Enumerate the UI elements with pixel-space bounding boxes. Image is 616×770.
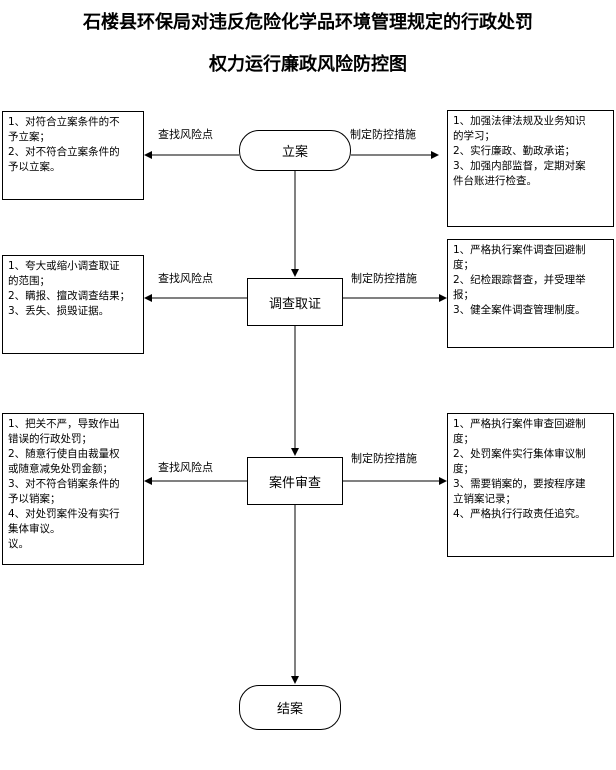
risk-line: 4、对处罚案件没有实行 xyxy=(8,508,120,520)
risk-line: 2、瞒报、擅改调查结果； xyxy=(8,290,131,302)
measure-line: 3、需要销案的，要按程序建 xyxy=(453,478,586,490)
measure-line: 4、严格执行行政责任追究。 xyxy=(453,508,586,520)
measure-line: 2、纪检跟踪督查，并受理举 xyxy=(453,274,586,286)
risk-line: 1、对符合立案条件的不 xyxy=(8,116,120,128)
measure-box-investigate: 1、严格执行案件调查回避制 度； 2、纪检跟踪督查，并受理举 报； 3、健全案件… xyxy=(447,239,614,348)
node-review: 案件审查 xyxy=(247,457,343,505)
risk-line: 3、对不符合销案条件的 xyxy=(8,478,120,490)
risk-line: 集体审议。 xyxy=(8,523,61,535)
measure-line: 2、实行廉政、勤政承诺； xyxy=(453,145,576,157)
risk-box-investigate: 1、夸大或缩小调查取证 的范围； 2、瞒报、擅改调查结果； 3、丢失、损毁证据。 xyxy=(2,255,144,354)
risk-line: 议。 xyxy=(8,538,29,550)
risk-line: 或随意减免处罚金额； xyxy=(8,463,113,475)
measure-line: 1、严格执行案件审查回避制 xyxy=(453,418,586,430)
measure-line: 立销案记录； xyxy=(453,493,516,505)
node-end: 结案 xyxy=(239,685,341,730)
measure-line: 3、健全案件调查管理制度。 xyxy=(453,304,586,316)
risk-line: 2、随意行使自由裁量权 xyxy=(8,448,120,460)
risk-line: 予以立案。 xyxy=(8,161,61,173)
risk-box-start: 1、对符合立案条件的不 予立案； 2、对不符合立案条件的 予以立案。 xyxy=(2,111,144,200)
control-label-row2: 制定防控措施 xyxy=(351,272,417,285)
risk-line: 1、把关不严，导致作出 xyxy=(8,418,120,430)
measure-line: 1、加强法律法规及业务知识 xyxy=(453,115,586,127)
risk-line: 予以销案； xyxy=(8,493,61,505)
measure-line: 1、严格执行案件调查回避制 xyxy=(453,244,586,256)
risk-line: 错误的行政处罚； xyxy=(8,433,92,445)
diagram-title-line2: 权力运行廉政风险防控图 xyxy=(209,54,407,75)
measure-line: 3、加强内部监督，定期对案 xyxy=(453,160,586,172)
measure-box-review: 1、严格执行案件审查回避制 度； 2、处罚案件实行集体审议制 度； 3、需要销案… xyxy=(447,413,614,557)
risk-line: 3、丢失、损毁证据。 xyxy=(8,305,110,317)
node-start: 立案 xyxy=(239,130,351,171)
measure-line: 件台账进行检查。 xyxy=(453,175,537,187)
measure-line: 报； xyxy=(453,289,474,301)
diagram-title-line1: 石楼县环保局对违反危险化学品环境管理规定的行政处罚 xyxy=(83,12,533,33)
risk-line: 的范围； xyxy=(8,275,50,287)
measure-line: 度； xyxy=(453,259,474,271)
find-risk-label-row3: 查找风险点 xyxy=(158,461,213,474)
control-label-row1: 制定防控措施 xyxy=(350,128,416,141)
measure-line: 2、处罚案件实行集体审议制 xyxy=(453,448,586,460)
measure-line: 度； xyxy=(453,463,474,475)
node-investigate: 调查取证 xyxy=(247,278,343,326)
find-risk-label-row1: 查找风险点 xyxy=(158,128,213,141)
risk-box-review: 1、把关不严，导致作出 错误的行政处罚； 2、随意行使自由裁量权 或随意减免处罚… xyxy=(2,413,144,565)
find-risk-label-row2: 查找风险点 xyxy=(158,272,213,285)
risk-line: 予立案； xyxy=(8,131,50,143)
control-label-row3: 制定防控措施 xyxy=(351,452,417,465)
risk-line: 2、对不符合立案条件的 xyxy=(8,146,120,158)
measure-line: 度； xyxy=(453,433,474,445)
risk-line: 1、夸大或缩小调查取证 xyxy=(8,260,120,272)
measure-line: 的学习； xyxy=(453,130,495,142)
measure-box-start: 1、加强法律法规及业务知识 的学习； 2、实行廉政、勤政承诺； 3、加强内部监督… xyxy=(447,110,614,227)
